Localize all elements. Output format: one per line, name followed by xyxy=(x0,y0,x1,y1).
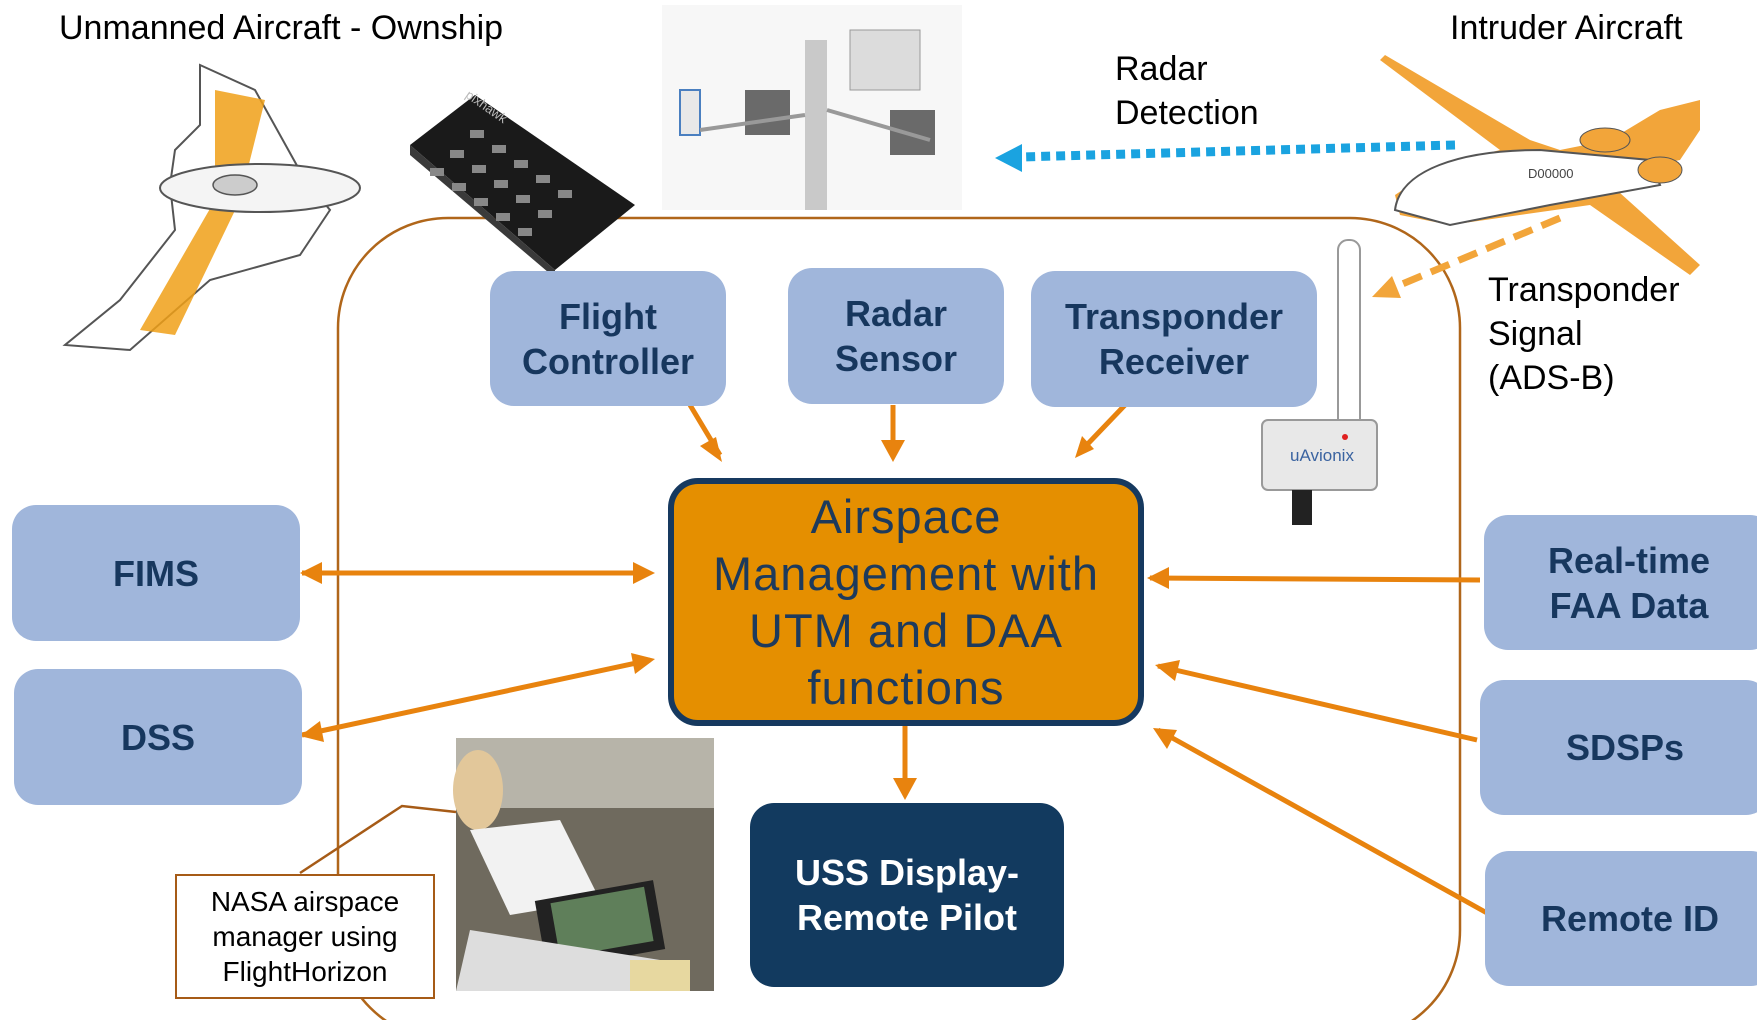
arrowhead xyxy=(881,440,905,462)
jet-icon xyxy=(1380,55,1700,275)
remote-id-box: Remote ID xyxy=(1485,851,1757,986)
airspace-management-hub: Airspace Management with UTM and DAA fun… xyxy=(668,478,1144,726)
arrowhead xyxy=(893,778,917,800)
transponder-receiver-box: Transponder Receiver xyxy=(1031,271,1317,407)
fims-box: FIMS xyxy=(12,505,300,641)
dss-box: DSS xyxy=(14,669,302,805)
arrowhead-transponder xyxy=(1372,276,1401,298)
arrowhead xyxy=(1155,660,1180,681)
arrowhead xyxy=(1153,728,1177,749)
intruder-registration: D00000 xyxy=(1528,166,1574,181)
arrow-dss xyxy=(301,657,651,738)
arrowhead xyxy=(300,721,324,742)
nasa-callout: NASA airspace manager using FlightHorizo… xyxy=(175,874,435,999)
arrowhead xyxy=(1075,436,1094,458)
uss-display-box: USS Display- Remote Pilot xyxy=(750,803,1064,987)
arrow-realtime-faa xyxy=(1149,575,1481,583)
ownship-label: Unmanned Aircraft - Ownship xyxy=(59,9,504,47)
callout-connector xyxy=(299,804,457,875)
arrowhead xyxy=(631,653,655,674)
arrowhead xyxy=(1147,567,1169,589)
sdsps-box: SDSPs xyxy=(1480,680,1757,815)
intruder-label: Intruder Aircraft xyxy=(1450,9,1683,47)
arrowhead xyxy=(633,562,655,584)
radar-tower-icon xyxy=(662,5,962,210)
arrow-radar-detection xyxy=(1019,140,1456,162)
arrowhead xyxy=(300,562,322,584)
antenna-icon xyxy=(1261,239,1378,525)
transponder-signal-label: Transponder Signal (ADS-B) xyxy=(1488,271,1680,397)
realtime-faa-box: Real-time FAA Data xyxy=(1484,515,1757,650)
arrow-sdsps xyxy=(1157,663,1478,743)
radar-detection-label: Radar Detection xyxy=(1115,50,1259,132)
drone-icon xyxy=(62,63,361,352)
arrowhead xyxy=(700,437,722,462)
flight-controller-icon xyxy=(410,95,635,278)
system-enclosure xyxy=(336,216,1462,1020)
arrowhead-radar xyxy=(995,144,1022,172)
flight-controller-box: Flight Controller xyxy=(490,271,726,406)
photo-icon xyxy=(453,738,714,991)
receiver-brand: uAvionix xyxy=(1290,446,1354,465)
radar-sensor-box: Radar Sensor xyxy=(788,268,1004,404)
arrow-remote-id xyxy=(1156,727,1489,916)
